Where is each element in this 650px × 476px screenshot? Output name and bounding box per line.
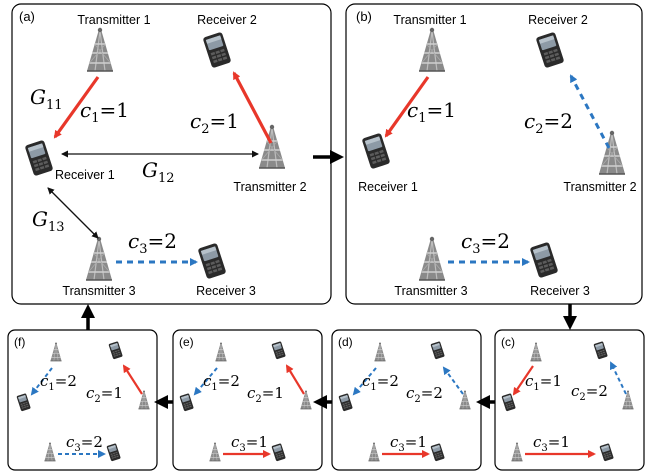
panel-b-link-2-arrow [569,74,611,149]
panel-c-transmitter-1-tower-icon [530,342,542,362]
panel-d: (d) c1=2 c2=2 c3=1 [331,329,482,471]
panel-e-transmitter-2-tower-icon [300,390,312,410]
panel-d-link-1-arrow [352,367,377,396]
panel-a-transmitter-1-tower-icon [86,26,114,72]
panel-a-g13-label: G13 [32,207,65,235]
panel-a-c1-label: c1=1 [80,98,129,126]
panel-d-receiver-1-phone-icon [338,393,353,412]
panel-a-c2-label: c2=1 [190,109,239,137]
panel-d-label: (d) [338,335,353,349]
panel-e-receiver-2-phone-icon [271,341,286,360]
panel-e-receiver-3-phone-icon [271,443,286,462]
panel-d-receiver-3-phone-icon [430,443,445,462]
panel-c-frame [494,329,645,471]
panel-e-link-2-arrow [285,364,305,395]
panel-d-frame [331,329,482,471]
panel-b-transmitter-3-label: Transmitter 3 [394,284,467,298]
panel-b-transmitter-2-label: Transmitter 2 [563,180,636,194]
panel-c-c3-label: c3=1 [533,433,570,454]
panel-a-receiver-1-label: Receiver 1 [55,168,115,182]
panel-a-transmitter-2-tower-icon [258,124,286,169]
panel-f-c2-label: c2=1 [86,384,123,405]
panel-f-c3-label: c3=2 [66,433,103,454]
panel-b-label: (b) [356,9,372,24]
panel-f-transmitter-3-tower-icon [44,442,56,462]
panel-b-transmitter-3-tower-icon [418,236,446,281]
panel-c-link-2-arrow [610,361,627,395]
panel-b-receiver-1-phone-icon [361,132,391,170]
panel-a-label: (a) [19,9,35,24]
panel-f-transmitter-1-tower-icon [50,342,62,362]
panel-b-c1-label: c1=1 [407,98,456,126]
panel-e-transmitter-1-tower-icon [215,342,227,362]
panel-a-c3-label: c3=2 [128,229,177,257]
panel-d-c1-label: c1=2 [362,372,399,393]
panel-f-frame [7,329,158,471]
panel-d-c2-label: c2=2 [406,384,443,405]
panel-a-transmitter-3-label: Transmitter 3 [62,284,135,298]
panel-a-receiver-2-label: Receiver 2 [197,13,257,27]
panel-a: (a) Transmitter 1 Receiver 2 Receiver 1 … [11,3,332,305]
panel-f-c1-label: c1=2 [40,372,77,393]
panel-d-link-2-arrow [442,366,464,395]
panel-a-transmitter-2-label: Transmitter 2 [233,180,306,194]
panel-a-link-2-arrow [232,71,273,144]
panel-e-frame [172,329,323,471]
panel-b-receiver-2-label: Receiver 2 [528,13,588,27]
panel-c-receiver-1-phone-icon [501,393,516,412]
panel-b-receiver-3-label: Receiver 3 [530,284,590,298]
panel-d-c3-label: c3=1 [390,433,427,454]
panel-a-g11-label: G11 [30,85,63,113]
panel-b-c2-label: c2=2 [524,109,573,137]
panel-d-transmitter-2-tower-icon [459,390,471,410]
panel-c: (c) c1=1 c2=2 c3=1 [494,329,645,471]
panel-c-c1-label: c1=1 [525,372,562,393]
panel-c-receiver-3-phone-icon [599,443,614,462]
panel-b-transmitter-1-label: Transmitter 1 [393,13,466,27]
panel-b: (b) Transmitter 1 Receiver 2 Receiver 1 … [345,3,643,305]
panel-f-receiver-3-phone-icon [106,443,121,462]
panel-d-receiver-2-phone-icon [430,341,445,360]
panel-f-link-2-arrow [122,364,143,395]
panel-e-c2-label: c2=1 [247,384,284,405]
panel-f-transmitter-2-tower-icon [138,390,150,410]
panel-a-g13-interference-arrow [47,187,99,239]
panel-b-link-1-arrow [384,76,430,138]
panel-b-receiver-2-phone-icon [535,31,565,69]
panel-f-link-1-arrow [30,367,53,396]
panel-b-c3-label: c3=2 [461,229,510,257]
panel-b-transmitter-1-tower-icon [418,26,446,72]
panel-e-receiver-1-phone-icon [179,393,194,412]
panel-e-c1-label: c1=2 [203,372,240,393]
panel-a-link-1-arrow [53,76,100,139]
panel-c-c2-label: c2=2 [571,382,608,403]
panel-d-transmitter-3-tower-icon [368,442,380,462]
panel-b-frame [345,3,643,305]
panel-b-receiver-1-label: Receiver 1 [358,180,418,194]
panel-a-receiver-3-label: Receiver 3 [196,284,256,298]
panel-f: (f) c1=2 c2=1 c3=2 [7,329,158,471]
panel-f-receiver-1-phone-icon [16,393,31,412]
panel-c-label: (c) [501,335,515,349]
panel-c-transmitter-2-tower-icon [622,390,634,410]
panel-c-transmitter-3-tower-icon [511,442,523,462]
panel-f-label: (f) [14,335,25,349]
panel-a-transmitter-1-label: Transmitter 1 [77,13,150,27]
panel-a-receiver-3-phone-icon [197,242,227,280]
panel-c-link-1-arrow [512,365,534,396]
panel-e-c3-label: c3=1 [231,433,268,454]
panel-e-label: (e) [179,335,194,349]
panel-a-transmitter-3-tower-icon [85,236,113,281]
panel-a-receiver-2-phone-icon [202,31,232,69]
panel-f-receiver-2-phone-icon [108,341,123,360]
panel-a-g12-label: G12 [142,158,175,186]
panel-b-receiver-3-phone-icon [529,241,559,279]
panel-c-receiver-2-phone-icon [593,341,608,360]
panel-a-receiver-1-phone-icon [24,139,54,177]
panel-e: (e) c1=2 c2=1 c3=1 [172,329,323,471]
panel-e-link-1-arrow [193,367,218,396]
panel-d-transmitter-1-tower-icon [374,342,386,362]
panel-e-transmitter-3-tower-icon [209,442,221,462]
